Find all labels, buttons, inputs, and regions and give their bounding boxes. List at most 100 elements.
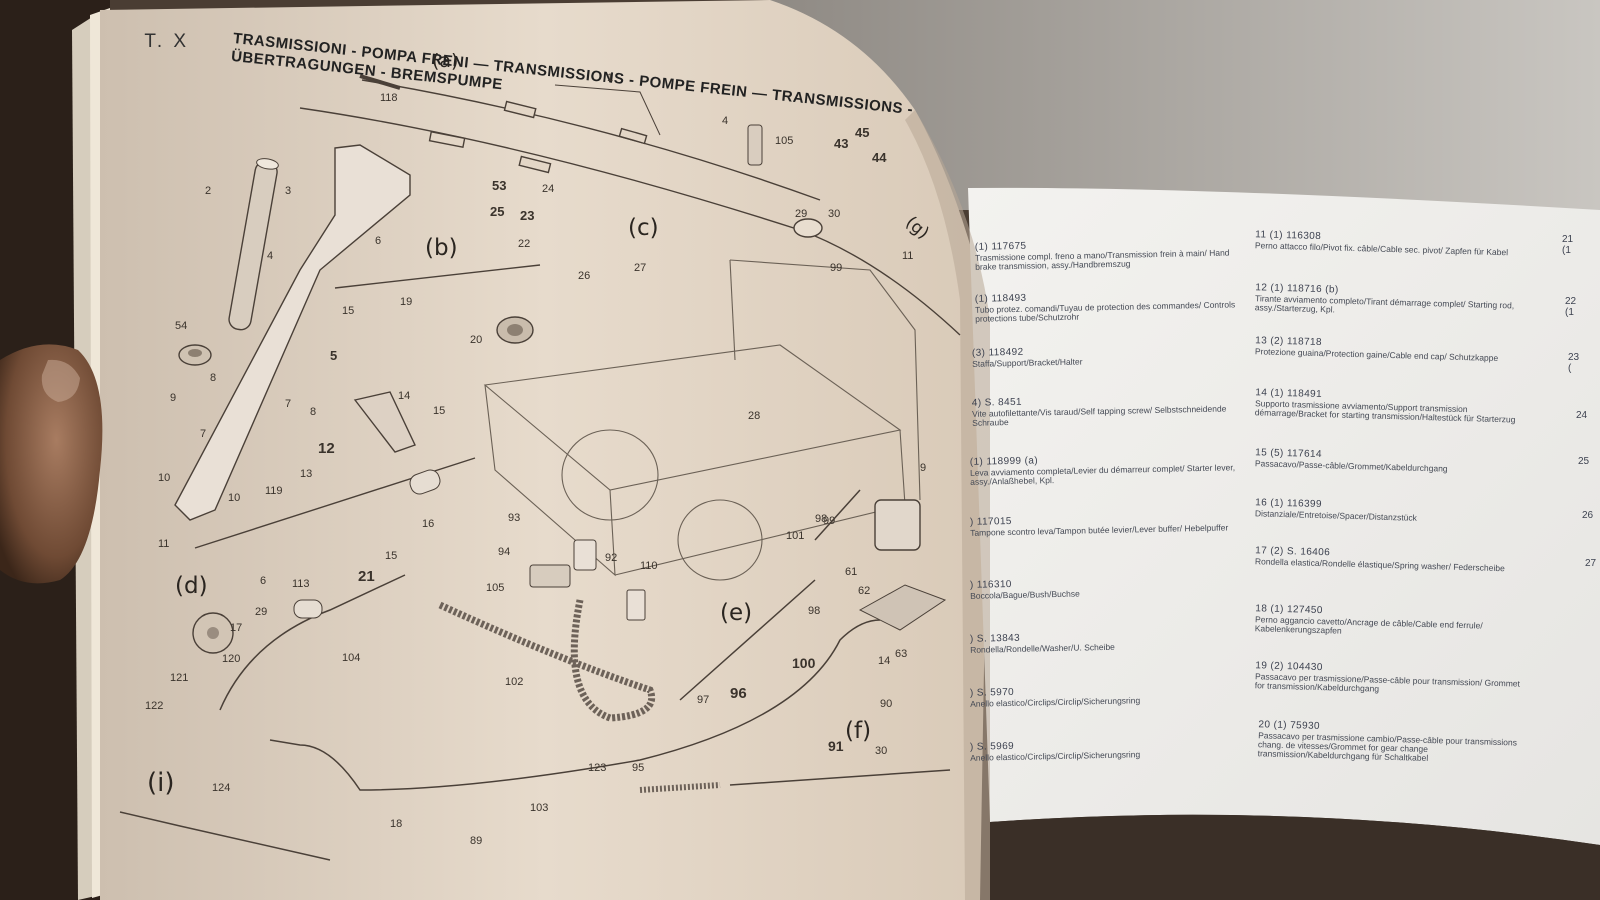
part-number-cut-off: 27 [1585, 558, 1597, 569]
callout-number: 62 [858, 585, 871, 597]
callout-number: 20 [470, 334, 483, 346]
callout-number: 13 [300, 468, 313, 480]
callout-number: 11 [158, 538, 170, 550]
callout-number: 26 [578, 270, 591, 282]
callout-number: 97 [697, 694, 710, 706]
callout-number: 19 [400, 296, 413, 308]
callout-number: 14 [398, 390, 411, 402]
callout-number: 4 [267, 250, 274, 262]
callout-number: 9 [920, 462, 927, 474]
parts-entry: (1) 118999 (a)Leva avviamento completa/L… [970, 452, 1241, 486]
callout-number: 27 [634, 262, 647, 274]
figure-letter-e: (e) [720, 600, 753, 626]
callout-number: 28 [748, 410, 761, 422]
callout-number: 113 [292, 578, 310, 590]
callout-number: 102 [505, 676, 524, 688]
callout-number: 30 [828, 208, 841, 220]
callout-number: 15 [385, 550, 398, 562]
part-number-cut-off: 26 [1582, 510, 1594, 521]
callout-number: 7 [285, 398, 292, 410]
callout-number: 110 [640, 560, 658, 572]
callout-number: 54 [175, 320, 188, 332]
callout-number: 6 [260, 575, 267, 587]
part-number-cut-off: 22 (1 [1565, 296, 1577, 318]
callout-number: 53 [492, 178, 507, 193]
callout-number: 6 [375, 235, 382, 247]
callout-number: 96 [730, 685, 747, 702]
callout-number: 119 [265, 485, 283, 497]
callout-number: 2 [205, 185, 212, 197]
callout-number: 98 [815, 513, 828, 525]
callout-number: 94 [498, 546, 511, 558]
callout-number: 17 [230, 622, 243, 634]
callout-number: 91 [828, 738, 844, 754]
callout-number: 21 [358, 568, 375, 585]
callout-number: 43 [834, 136, 849, 151]
callout-number: 15 [433, 405, 446, 417]
callout-number: 25 [490, 204, 505, 219]
callout-number: 93 [508, 512, 521, 524]
section-code: T. X [144, 30, 190, 52]
callout-number: 120 [222, 653, 241, 665]
callout-number: 15 [342, 305, 355, 317]
callout-number: 3 [285, 185, 292, 197]
figure-letter-a: (a) [432, 50, 459, 72]
callout-number: 44 [872, 150, 887, 165]
callout-number: 16 [422, 518, 435, 530]
callout-number: 12 [318, 440, 335, 457]
callout-number: 105 [775, 135, 794, 147]
callout-number: 121 [170, 672, 189, 684]
callout-number: 100 [792, 655, 816, 671]
callout-number: 122 [145, 700, 164, 712]
callout-number: 29 [255, 606, 268, 618]
callout-number: 22 [518, 238, 531, 250]
part-number-cut-off: 21 (1 [1562, 234, 1574, 256]
figure-letter-c: (c) [628, 215, 659, 241]
callout-number: 103 [530, 802, 549, 814]
callout-number: 8 [210, 372, 217, 384]
callout-number: 1 [607, 72, 614, 84]
callout-number: 5 [330, 348, 338, 363]
callout-number: 10 [228, 492, 241, 504]
callout-number: 90 [880, 698, 893, 710]
callout-number: 98 [808, 605, 821, 617]
callout-number: 99 [823, 515, 836, 527]
callout-number: 30 [875, 745, 888, 757]
callout-number: 92 [605, 552, 618, 564]
callout-number: 24 [542, 183, 555, 195]
figure-letter-f: (f) [845, 718, 872, 744]
callout-number: 9 [170, 392, 177, 404]
callout-number: 99 [830, 262, 843, 274]
callout-number: 29 [795, 208, 808, 220]
part-number-cut-off: 23 ( [1568, 352, 1580, 374]
figure-letter-b: (b) [425, 235, 458, 261]
callout-number: 105 [486, 582, 505, 594]
callout-number: 7 [200, 428, 207, 440]
callout-number: 63 [895, 648, 908, 660]
callout-number: 101 [786, 530, 805, 542]
callout-number: 104 [342, 652, 361, 664]
callout-number: 11 [902, 250, 914, 262]
callout-number: 45 [855, 125, 870, 140]
callout-number: 23 [520, 208, 535, 223]
callout-number: 4 [722, 115, 729, 127]
callout-number: 61 [845, 566, 858, 578]
callout-number: 8 [310, 406, 317, 418]
callout-number: 10 [158, 472, 171, 484]
callout-number: 18 [390, 818, 403, 830]
figure-letter-d: (d) [175, 573, 208, 599]
callout-number: 124 [212, 782, 231, 794]
callout-number: 123 [588, 762, 607, 774]
callout-number: 14 [878, 655, 891, 667]
figure-letter-i: (i) [147, 768, 175, 798]
part-number-cut-off: 25 [1578, 456, 1590, 467]
callout-number: 95 [632, 762, 645, 774]
callout-number: 89 [470, 835, 483, 847]
part-number-cut-off: 24 [1576, 410, 1588, 421]
